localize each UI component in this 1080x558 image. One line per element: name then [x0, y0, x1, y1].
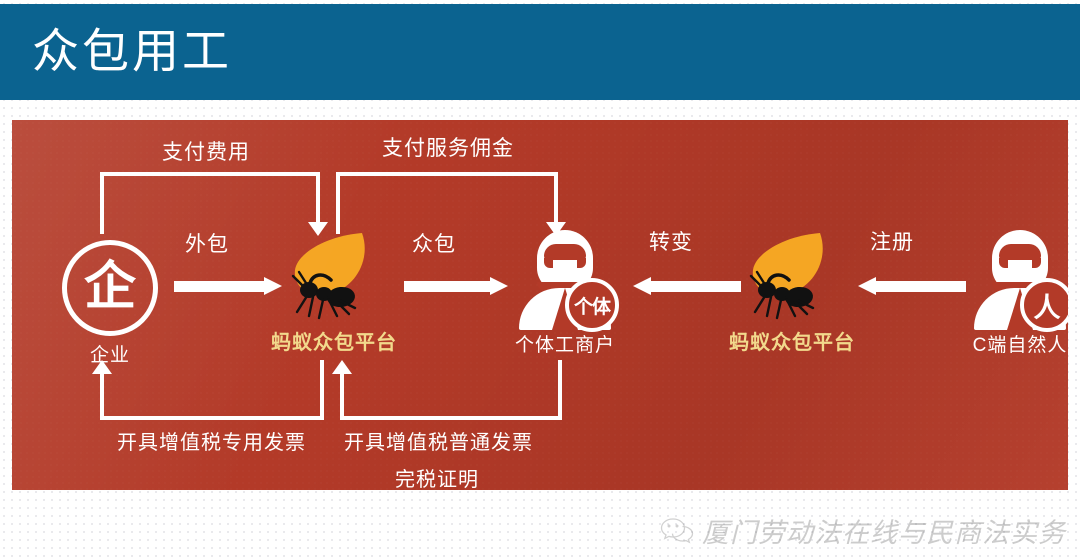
connector-commission-left-vertical	[336, 172, 340, 234]
diagram-canvas: 支付费用 支付服务佣金 企 企业 外包	[12, 120, 1068, 490]
diagram-panel: 支付费用 支付服务佣金 企 企业 外包	[12, 120, 1068, 490]
node-individual: 个体 个体工商户	[495, 230, 635, 357]
flow-label-pay-commission: 支付服务佣金	[382, 137, 514, 160]
ant-leaf-logo-icon	[737, 228, 847, 328]
connector-pay-fee-right-vertical	[316, 172, 320, 224]
connector-general-invoice-right-vertical	[558, 360, 562, 420]
ant-leaf-svg	[749, 233, 823, 320]
flow-label-special-invoice: 开具增值税专用发票	[117, 432, 306, 454]
connector-pay-fee-horizontal	[100, 172, 320, 176]
node-platform-right: 蚂蚁众包平台	[702, 228, 882, 354]
connector-commission-horizontal	[336, 172, 558, 176]
node-label-consumer: C端自然人	[972, 335, 1068, 356]
ant-leaf-svg	[291, 233, 365, 320]
badge-consumer: 人	[1020, 278, 1068, 332]
page-title: 众包用工	[32, 24, 232, 78]
connector-general-invoice-left-vertical	[340, 374, 344, 420]
flow-label-general-invoice: 开具增值税普通发票	[344, 432, 533, 454]
node-enterprise: 企 企业	[50, 240, 170, 367]
connector-pay-fee-arrowhead	[308, 222, 328, 236]
ant-leaf-logo-icon	[279, 228, 389, 328]
node-platform-left: 蚂蚁众包平台	[244, 228, 424, 354]
node-label-platform-left: 蚂蚁众包平台	[271, 332, 397, 354]
node-consumer: 人 C端自然人	[950, 230, 1068, 357]
arrow-transform-icon	[633, 277, 741, 295]
wechat-icon	[660, 517, 694, 543]
enterprise-circle-icon: 企	[62, 240, 158, 336]
arrow-crowdsource-icon	[404, 277, 508, 295]
connector-general-invoice-arrowhead	[332, 360, 352, 374]
arrow-outsource-icon	[174, 277, 282, 295]
arrow-register-icon	[858, 277, 966, 295]
badge-individual: 个体	[565, 278, 619, 332]
connector-commission-right-vertical	[554, 172, 558, 224]
connector-special-invoice-arrowhead	[92, 360, 112, 374]
node-label-individual: 个体工商户	[514, 335, 615, 356]
arrow-label-outsource: 外包	[185, 233, 229, 256]
slide-header: 众包用工	[0, 4, 1080, 100]
arrow-label-transform: 转变	[649, 231, 693, 254]
footer-watermark: 厦门劳动法在线与民商法实务	[660, 511, 1066, 550]
connector-special-invoice-right-vertical	[320, 360, 324, 420]
connector-special-invoice-horizontal	[100, 416, 324, 420]
flow-label-pay-fee: 支付费用	[162, 141, 250, 164]
person-individual-icon: 个体	[517, 230, 619, 332]
flow-label-tax-certificate: 完税证明	[395, 469, 479, 490]
connector-general-invoice-horizontal	[340, 416, 562, 420]
arrow-label-crowdsource: 众包	[412, 233, 456, 256]
connector-special-invoice-left-vertical	[100, 374, 104, 420]
person-consumer-icon: 人	[972, 230, 1068, 332]
enterprise-icon-glyph: 企	[83, 258, 136, 316]
node-label-platform-right: 蚂蚁众包平台	[729, 332, 855, 354]
connector-pay-fee-left-vertical	[100, 172, 104, 234]
footer-account-name: 厦门劳动法在线与民商法实务	[702, 518, 1066, 548]
arrow-label-register: 注册	[870, 231, 914, 254]
